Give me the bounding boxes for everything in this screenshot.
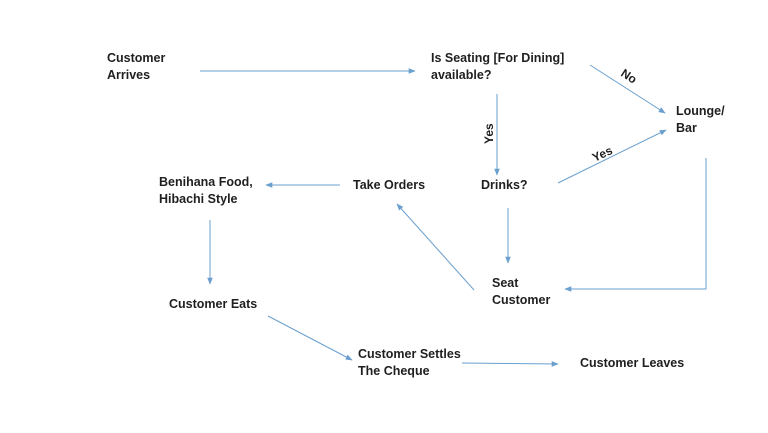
node-customer-eats: Customer Eats [169, 297, 258, 311]
node-settles-cheque: Customer Settles The Cheque [358, 347, 461, 378]
arrow-settles-to-leaves [461, 361, 559, 367]
node-customer-leaves: Customer Leaves [580, 356, 685, 370]
arrow-eats-to-settles [267, 315, 353, 361]
edge-label-yes-down: Yes [482, 123, 496, 144]
node-drinks: Drinks? [481, 178, 528, 192]
arrow-lounge-to-seat [564, 158, 707, 292]
arrow-drinks-to-lounge [557, 129, 667, 184]
arrow-seating-to-lounge [589, 64, 666, 114]
node-seat-customer: Seat Customer [492, 276, 551, 307]
node-benihana-food: Benihana Food, Hibachi Style [159, 175, 253, 206]
node-lounge-bar: Lounge/ Bar [676, 104, 725, 135]
node-seating-available: Is Seating [For Dining] available? [431, 51, 565, 82]
node-take-orders: Take Orders [353, 178, 426, 192]
arrow-seat-to-take-orders [396, 203, 475, 291]
node-customer-arrives: Customer Arrives [107, 51, 166, 82]
